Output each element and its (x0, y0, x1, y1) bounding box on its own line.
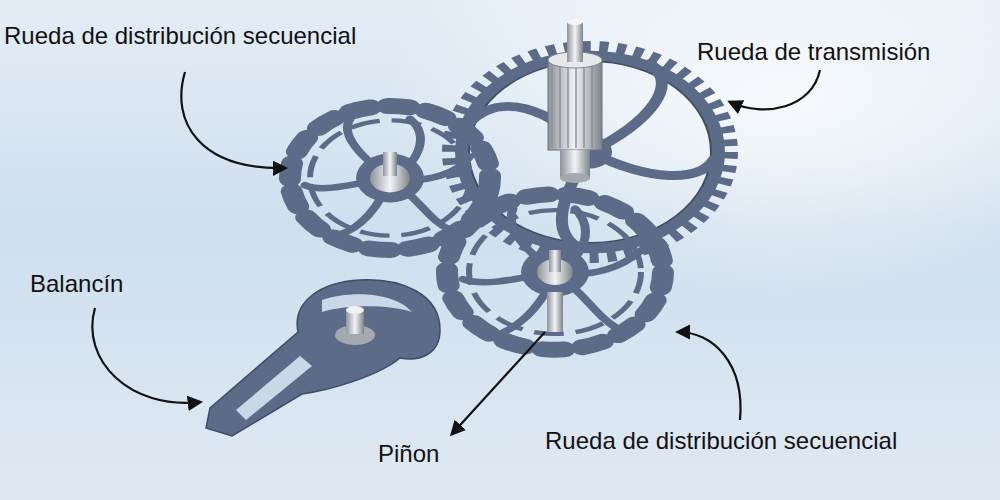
lever-cutout (322, 294, 412, 312)
part-label: Rueda de distribución secuencial (545, 427, 897, 455)
leader-arrow (678, 332, 741, 420)
pinion-leaves (552, 62, 592, 148)
arbor (567, 22, 583, 62)
wheel-arbor (383, 152, 397, 176)
leader-arrow (452, 332, 545, 434)
leader-arrow (730, 70, 820, 109)
wheel-spokes (305, 119, 470, 234)
part-label: Balancín (30, 270, 123, 298)
wheel-hub (521, 248, 589, 297)
sequential-wheel (447, 194, 663, 350)
leader-arrow (181, 72, 285, 168)
wheel-ring (469, 210, 641, 334)
leader-arrow (92, 308, 200, 403)
lever-body (206, 280, 440, 436)
wheel-ring (310, 120, 470, 235)
wheel-arbor (549, 250, 561, 272)
arbor-tip (567, 19, 583, 25)
gear-rim (462, 56, 718, 248)
drive-pinion (548, 19, 602, 183)
arbor-end (560, 173, 590, 183)
part-label: Rueda de transmisión (697, 38, 930, 66)
wheel-spokes (463, 209, 641, 333)
pinion-body (548, 60, 602, 150)
part-label: Rueda de distribución secuencial (4, 22, 356, 50)
part-label: Piñon (378, 440, 439, 468)
lower-pinion (547, 292, 563, 332)
rocker-lever (206, 280, 440, 436)
wheel-arms (447, 194, 663, 350)
lever-cutout (236, 356, 312, 420)
lever-pivot-top (346, 306, 364, 314)
